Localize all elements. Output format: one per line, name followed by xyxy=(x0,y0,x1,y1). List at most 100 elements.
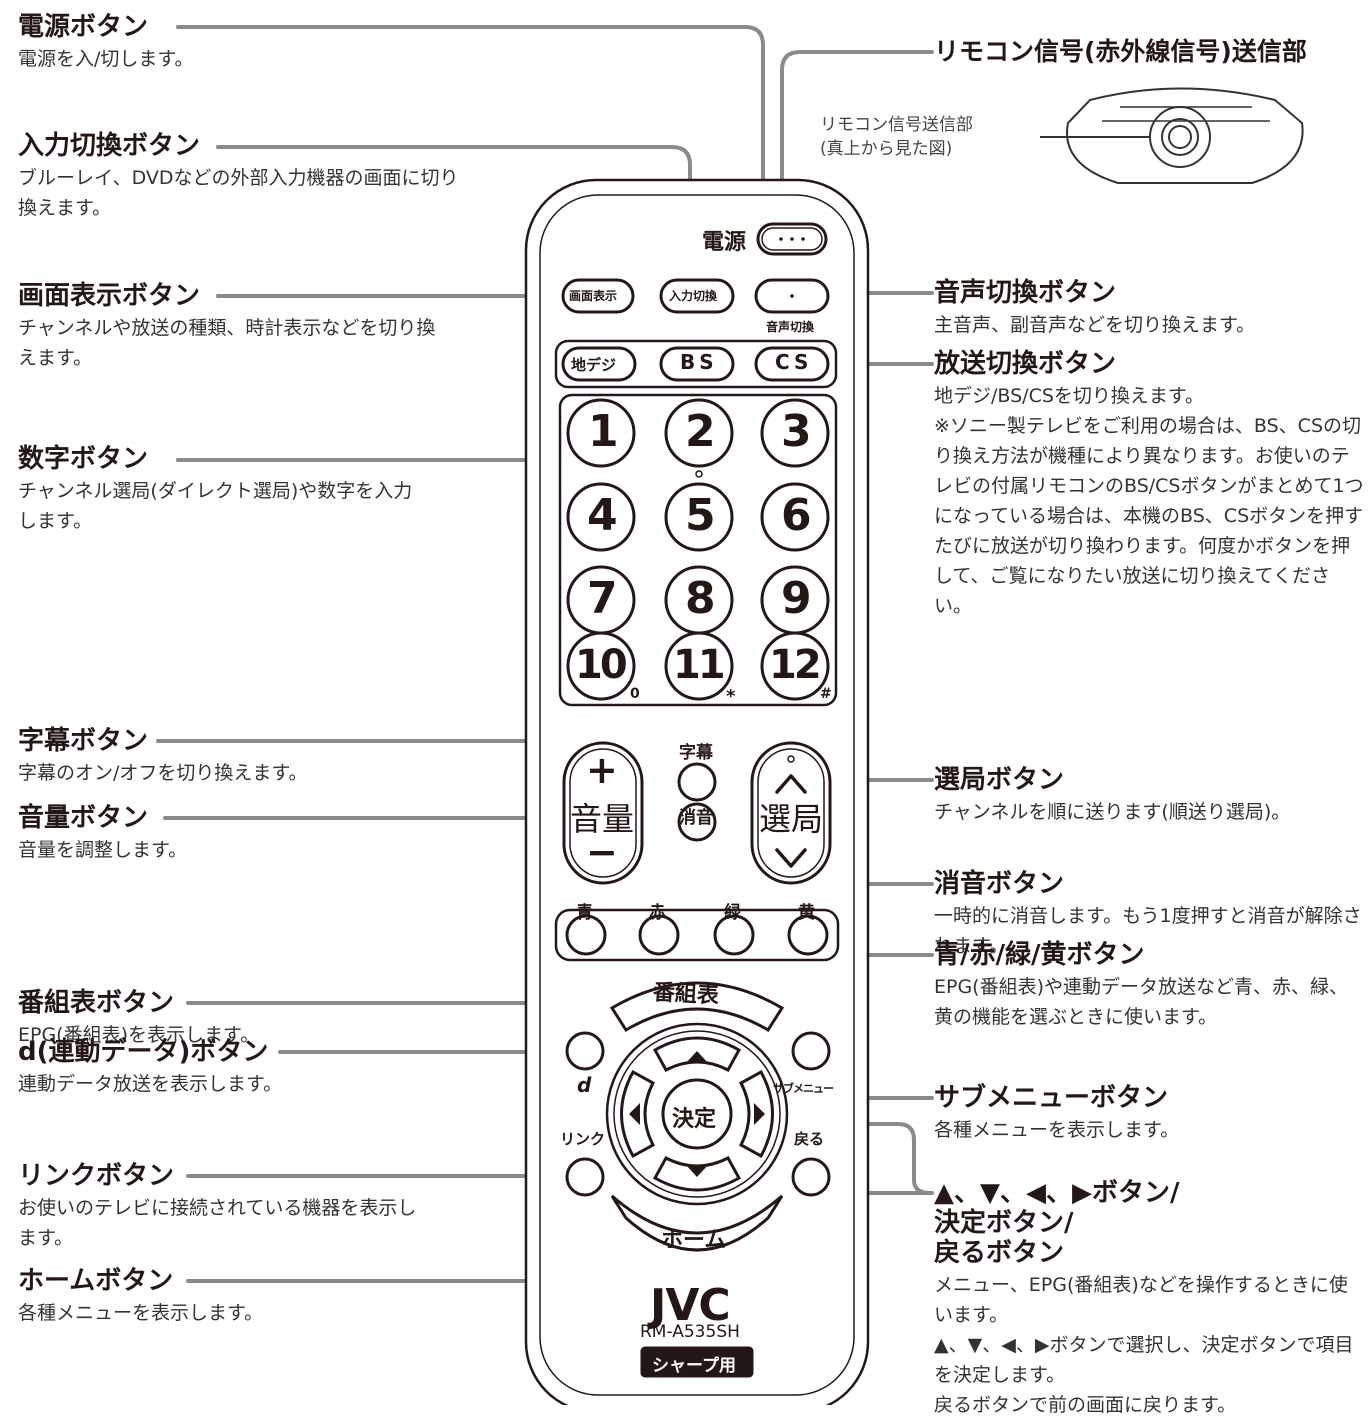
tdigi-button[interactable] xyxy=(561,346,637,382)
down-arrow-icon xyxy=(686,1165,708,1177)
submenu-desc: 各種メニューを表示します。 xyxy=(934,1119,1180,1141)
input-leader xyxy=(216,145,692,279)
blue-button[interactable] xyxy=(565,914,607,956)
num-button-2[interactable] xyxy=(664,398,734,468)
num-label-4: 4 xyxy=(587,490,618,541)
cs-button-label: CS xyxy=(775,350,813,374)
num-button-1[interactable] xyxy=(566,398,636,468)
arrows-title-2: 決定ボタン/ xyxy=(934,1208,1074,1238)
home-button-label: ホーム xyxy=(661,1228,727,1253)
vol-label: 音量 xyxy=(570,800,635,838)
display-desc: チャンネルや放送の種類、時計表示などを切り換えます。 xyxy=(18,317,436,369)
num-button-5[interactable] xyxy=(664,482,734,552)
d-title: d(連動データ)ボタン xyxy=(18,1037,269,1067)
num-button-12[interactable] xyxy=(760,631,830,701)
num-label-10: 10 xyxy=(575,642,628,688)
input-button[interactable] xyxy=(659,278,735,314)
num-label-6: 6 xyxy=(781,490,812,541)
color-group xyxy=(554,908,840,962)
audio-title: 音声切換ボタン xyxy=(934,278,1117,308)
d-button[interactable] xyxy=(565,1031,605,1071)
back-button[interactable] xyxy=(791,1157,831,1197)
num-label-3: 3 xyxy=(781,406,812,457)
subtitle-label: 字幕 xyxy=(679,743,713,763)
sub-label-star: * xyxy=(726,686,736,707)
subtitle-button[interactable] xyxy=(677,762,717,802)
yellow-button[interactable] xyxy=(787,914,829,956)
color-label-yellow: 黄 xyxy=(798,903,815,923)
display-button[interactable] xyxy=(561,278,635,314)
number-desc: チャンネル選局(ダイレクト選局)や数字を入力します。 xyxy=(18,480,413,532)
bs-button-label: BS xyxy=(680,350,718,374)
num-label-5: 5 xyxy=(685,490,716,541)
num-label-12: 12 xyxy=(769,642,822,688)
num-label-2: 2 xyxy=(685,406,716,457)
volume-title: 音量ボタン xyxy=(18,803,149,833)
bs-button[interactable] xyxy=(659,346,735,382)
channel-desc: チャンネルを順に送ります(順送り選局)。 xyxy=(934,801,1291,823)
guide-title: 番組表ボタン xyxy=(18,988,175,1018)
color-title: 青/赤/緑/黄ボタン xyxy=(934,940,1145,970)
cs-button[interactable] xyxy=(754,346,830,382)
subtitle-title: 字幕ボタン xyxy=(18,726,149,756)
num-button-11[interactable] xyxy=(664,631,734,701)
green-button[interactable] xyxy=(713,914,755,956)
tdigi-button-label: 地デジ xyxy=(571,356,617,374)
display-button-label: 画面表示 xyxy=(569,289,618,303)
color-label-blue: 青 xyxy=(576,903,593,923)
ir-inset-label-2: (真上から見た図) xyxy=(820,139,953,159)
link-desc: お使いのテレビに接続されている機器を表示します。 xyxy=(18,1197,417,1249)
home-button[interactable] xyxy=(610,1194,784,1252)
ch-down-icon xyxy=(775,848,807,868)
num-label-7: 7 xyxy=(587,573,618,624)
arrows-desc-3: 戻るボタンで前の画面に戻ります。 xyxy=(934,1394,1237,1416)
power-title: 電源ボタン xyxy=(18,12,149,42)
link-title: リンクボタン xyxy=(18,1161,175,1191)
vol-plus-label: + xyxy=(586,748,618,792)
volume-desc: 音量を調整します。 xyxy=(18,839,188,861)
submenu-label: サブメニュー xyxy=(773,1082,834,1095)
d-desc: 連動データ放送を表示します。 xyxy=(18,1073,283,1095)
num-button-6[interactable] xyxy=(760,482,830,552)
ch-up-icon xyxy=(775,774,807,794)
submenu-button[interactable] xyxy=(791,1031,831,1071)
back-label: 戻る xyxy=(794,1130,825,1148)
broadcast-title: 放送切換ボタン xyxy=(934,349,1117,379)
num-label-8: 8 xyxy=(685,573,716,624)
home-title: ホームボタン xyxy=(18,1266,174,1296)
mute-button[interactable] xyxy=(677,802,717,842)
model-label: RM-A535SH xyxy=(640,1322,740,1342)
red-button[interactable] xyxy=(638,914,680,956)
color-label-red: 赤 xyxy=(649,903,666,923)
for-label-box xyxy=(640,1346,754,1378)
ir-topview-illustration xyxy=(1040,87,1304,184)
num-button-3[interactable] xyxy=(760,398,830,468)
num-button-10[interactable] xyxy=(566,631,636,701)
left-arrow-icon xyxy=(629,1103,640,1125)
brand-logo: JVC xyxy=(650,1280,731,1331)
vol-minus-label: − xyxy=(586,830,618,874)
arrows-title-1: ▲、▼、◀、▶ボタン/ xyxy=(934,1178,1180,1208)
mute-desc: 一時的に消音します。もう1度押すと消音が解除されます。 xyxy=(934,905,1362,957)
power-leader xyxy=(176,25,765,230)
broadcast-note: ※ソニー製テレビをご利用の場合は、BS、CSの切り換え方法が機種により異なります… xyxy=(934,415,1364,617)
mute-label: 消音 xyxy=(679,808,713,828)
submenu-title: サブメニューボタン xyxy=(934,1083,1169,1113)
ir-leader xyxy=(780,50,934,182)
subtitle-desc: 字幕のオン/オフを切り換えます。 xyxy=(18,762,308,784)
audio-label: 音声切換 xyxy=(766,320,815,334)
ch-label: 選局 xyxy=(759,800,824,838)
link-button[interactable] xyxy=(565,1157,605,1197)
sub-label-0: 0 xyxy=(630,686,640,702)
link-label: リンク xyxy=(560,1130,606,1148)
display-title: 画面表示ボタン xyxy=(18,281,201,311)
num-button-4[interactable] xyxy=(566,482,636,552)
enter-button-label: 決定 xyxy=(672,1107,717,1132)
mute-title: 消音ボタン xyxy=(934,869,1065,899)
guide-button[interactable] xyxy=(609,981,785,1033)
input-button-label: 入力切換 xyxy=(669,289,718,303)
arrows-title-3: 戻るボタン xyxy=(934,1238,1065,1268)
enter-button[interactable] xyxy=(661,1078,733,1150)
for-label: シャープ用 xyxy=(652,1356,736,1376)
